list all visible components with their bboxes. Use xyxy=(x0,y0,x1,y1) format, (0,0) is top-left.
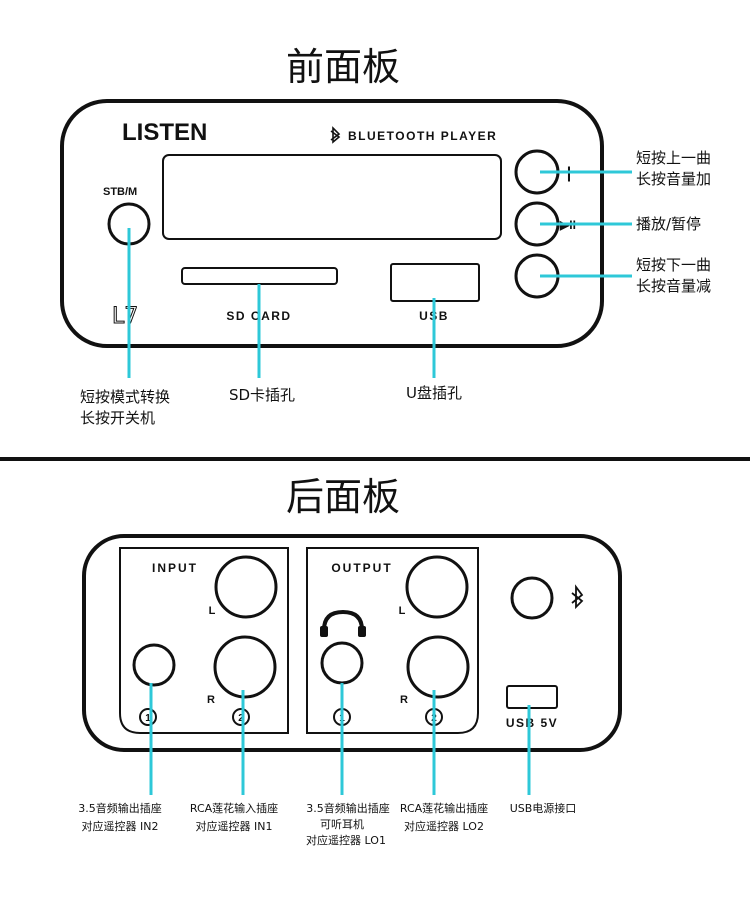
out-right-label: R xyxy=(400,694,408,706)
brand-logo: LISTEN xyxy=(122,119,207,146)
out-left-label: L xyxy=(399,605,406,617)
num2-in-marker xyxy=(232,708,250,726)
sd-card-slot[interactable] xyxy=(181,267,338,285)
aux-in2-jack[interactable] xyxy=(132,643,176,687)
callout-lo1-line1: 3.5音频输出插座 xyxy=(306,801,390,815)
num1-in-marker xyxy=(139,708,157,726)
callout-usb: U盘插孔 xyxy=(406,384,462,402)
callout-in1-line1: RCA莲花输入插座 xyxy=(190,801,278,815)
callout-lo2-line1: RCA莲花输出插座 xyxy=(400,801,488,815)
output-group-frame xyxy=(306,547,479,734)
callout-mode-line1: 短按模式转换 xyxy=(80,388,170,406)
rca-in-right-jack[interactable] xyxy=(213,635,277,699)
callout-lo2-line2: 对应遥控器 LO2 xyxy=(404,819,484,833)
display-screen xyxy=(162,154,502,240)
rca-out-right-jack[interactable] xyxy=(406,635,470,699)
in-left-label: L xyxy=(209,605,216,617)
callout-mode-line2: 长按开关机 xyxy=(80,409,155,427)
input-label: INPUT xyxy=(152,561,198,575)
callout-play: 播放/暂停 xyxy=(636,215,701,233)
stb-label: STB/M xyxy=(103,186,137,198)
callout-in2-line1: 3.5音频输出插座 xyxy=(78,801,162,815)
output-label: OUTPUT xyxy=(331,561,392,575)
back-panel-body xyxy=(82,534,622,752)
callout-sd: SD卡插孔 xyxy=(229,386,295,404)
callout-down-line2: 长按音量减 xyxy=(636,277,711,295)
front-title: 前面板 xyxy=(286,45,400,89)
headphone-lo1-jack[interactable] xyxy=(320,641,364,685)
in-right-label: R xyxy=(207,694,215,706)
usb5v-label: USB 5V xyxy=(506,716,558,730)
usb-port[interactable] xyxy=(390,263,480,302)
num2-in-label: 2 xyxy=(238,713,244,724)
callout-up-line2: 长按音量加 xyxy=(636,170,711,188)
callout-up-line1: 短按上一曲 xyxy=(636,149,711,167)
bluetooth-player-label: BLUETOOTH PLAYER xyxy=(348,129,497,143)
callout-lo1-line3: 对应遥控器 LO1 xyxy=(306,833,386,847)
callout-in1-line2: 对应遥控器 IN1 xyxy=(196,819,273,833)
rca-out-left-jack[interactable] xyxy=(405,555,469,619)
bluetooth-antenna xyxy=(510,576,554,620)
callout-lo1-line2: 可听耳机 xyxy=(320,817,364,831)
usb-power-port[interactable] xyxy=(506,685,558,709)
num1-in-label: 1 xyxy=(145,713,151,724)
rca-in-left-jack[interactable] xyxy=(214,555,278,619)
callout-down-line1: 短按下一曲 xyxy=(636,256,711,274)
back-title: 后面板 xyxy=(286,475,400,519)
callout-in2-line2: 对应遥控器 IN2 xyxy=(82,819,159,833)
callout-usbpower: USB电源接口 xyxy=(510,801,577,815)
input-group-frame xyxy=(119,547,289,734)
bluetooth-icon xyxy=(571,584,584,610)
bluetooth-icon xyxy=(330,126,341,144)
model-label: L7 xyxy=(112,304,138,329)
headphone-icon xyxy=(320,609,366,637)
